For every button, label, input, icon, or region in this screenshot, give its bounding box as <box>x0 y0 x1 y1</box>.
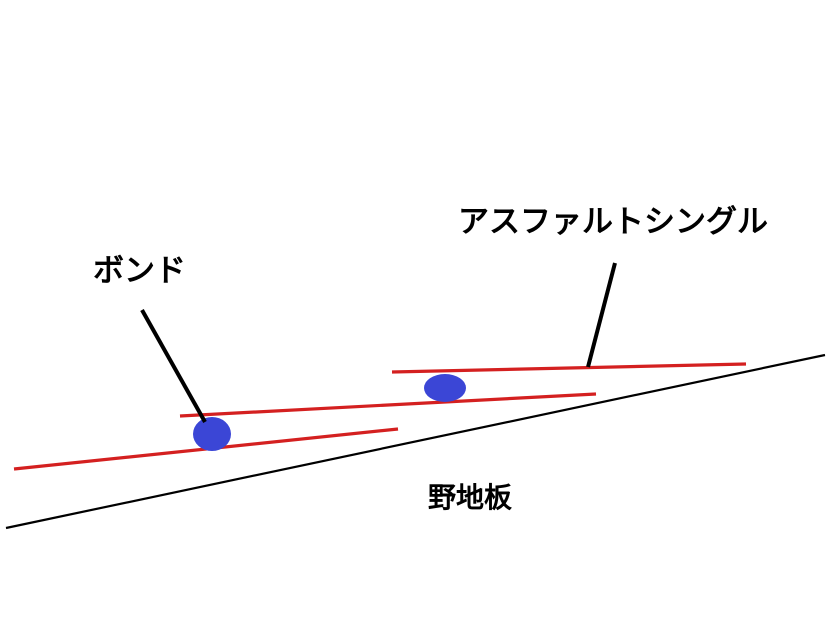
shingle-leader-line <box>586 262 617 368</box>
bond-label: ボンド <box>93 253 186 289</box>
shingle-layer-middle <box>179 392 597 418</box>
shingle-layer-upper <box>391 362 747 374</box>
bond-dot-left <box>193 417 231 451</box>
bond-leader-line <box>140 309 207 423</box>
shingle-label: アスファルトシングル <box>458 204 768 240</box>
roof-decking-label: 野地板 <box>428 481 513 514</box>
roof-decking-line <box>5 353 826 530</box>
bond-dot-right <box>424 374 466 402</box>
